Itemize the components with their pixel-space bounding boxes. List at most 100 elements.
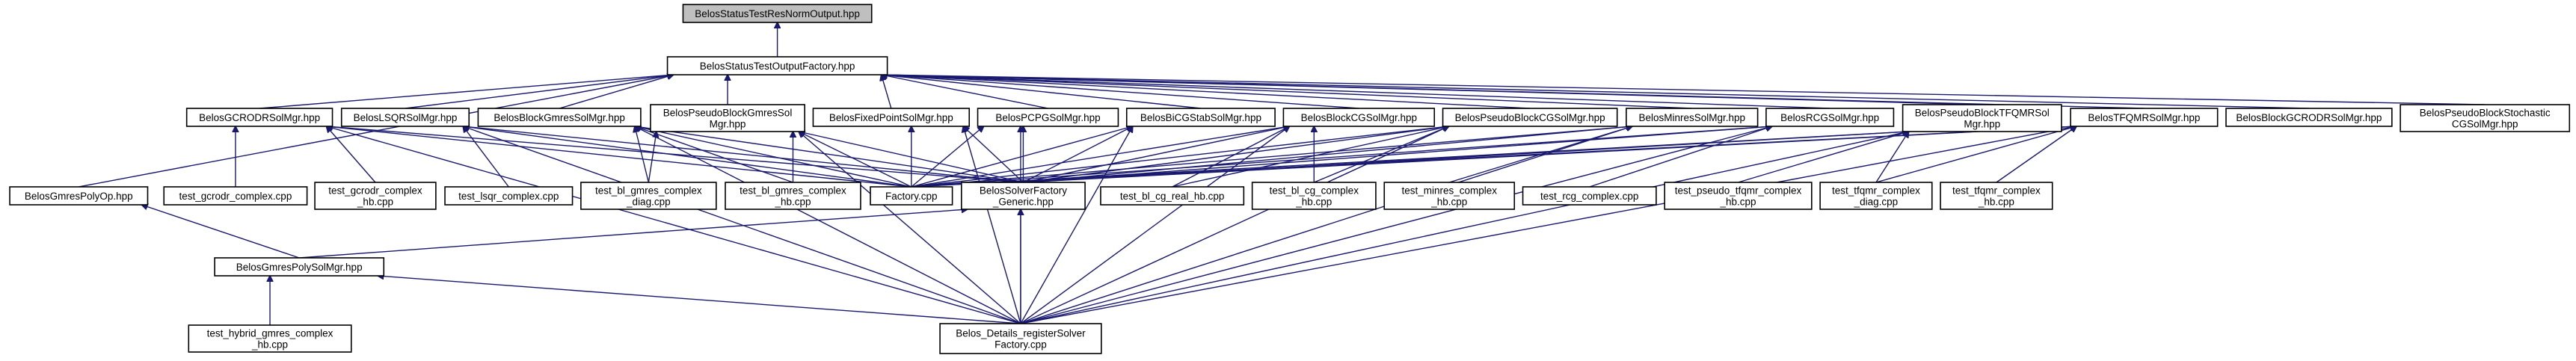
node-box[interactable] — [1664, 182, 1813, 210]
node-box[interactable] — [477, 108, 642, 127]
node-box[interactable] — [960, 182, 1086, 210]
dependency-edge — [559, 75, 673, 109]
node-box[interactable] — [185, 108, 333, 127]
dependency-edge — [1023, 126, 1632, 183]
node-box[interactable] — [2225, 108, 2393, 127]
node-label: test_tfqmr_complex — [1832, 185, 1920, 197]
graph-node[interactable]: test_bl_cg_complex_hb.cpp — [1251, 182, 1377, 210]
node-box[interactable] — [314, 182, 437, 210]
node-box[interactable] — [666, 56, 888, 75]
graph-node[interactable]: BelosLSQRSolMgr.hpp — [340, 108, 470, 127]
node-box[interactable] — [939, 323, 1102, 354]
dependency-edge — [463, 126, 912, 188]
node-box[interactable] — [188, 324, 352, 353]
graph-node[interactable]: BelosBlockGCRODRSolMgr.hpp — [2225, 108, 2393, 127]
dependency-edge — [463, 126, 1021, 324]
graph-node[interactable]: test_gcrodr_complex.cpp — [163, 186, 308, 206]
node-box[interactable] — [682, 4, 873, 23]
node-box[interactable] — [977, 108, 1119, 127]
node-box[interactable] — [163, 186, 308, 206]
node-label: Mgr.hpp — [710, 119, 746, 130]
node-box[interactable] — [2070, 108, 2219, 127]
graph-node[interactable]: BelosGmresPolyOp.hpp — [9, 186, 149, 206]
graph-node[interactable]: BelosGCRODRSolMgr.hpp — [185, 108, 333, 127]
graph-node[interactable]: BelosFixedPointSolMgr.hpp — [812, 108, 971, 127]
graph-node[interactable]: test_rcg_complex.cpp — [1522, 186, 1657, 206]
graph-node[interactable]: BelosGmresPolySolMgr.hpp — [214, 257, 385, 277]
dependency-edge — [1875, 132, 1909, 183]
node-label: BelosRCGSolMgr.hpp — [1780, 112, 1879, 123]
dependency-edge — [463, 126, 1024, 183]
graph-node[interactable]: Factory.cpp — [870, 186, 953, 206]
node-label: test_bl_gmres_complex — [740, 185, 846, 197]
graph-node[interactable]: test_gcrodr_complex_hb.cpp — [314, 182, 437, 210]
graph-node[interactable]: test_bl_gmres_complex_diag.cpp — [580, 182, 717, 210]
node-box[interactable] — [580, 182, 717, 210]
node-box[interactable] — [1383, 182, 1516, 210]
dependency-edge — [911, 126, 1449, 188]
node-box[interactable] — [725, 182, 861, 210]
graph-node[interactable]: BelosBiCGStabSolMgr.hpp — [1125, 108, 1276, 127]
graph-node[interactable]: BelosSolverFactory_Generic.hpp — [960, 182, 1086, 210]
node-box[interactable] — [1940, 182, 2053, 210]
dependency-edge — [911, 126, 1632, 188]
node-box[interactable] — [1765, 108, 1895, 127]
node-box[interactable] — [1902, 104, 2062, 132]
node-box[interactable] — [1125, 108, 1276, 127]
dependency-edge — [327, 126, 912, 188]
node-box[interactable] — [812, 108, 971, 127]
graph-node[interactable]: test_minres_complex_hb.cpp — [1383, 182, 1516, 210]
dependency-edge — [882, 75, 2145, 109]
graph-node[interactable]: BelosRCGSolMgr.hpp — [1765, 108, 1895, 127]
graph-node[interactable]: test_lsqr_complex.cpp — [444, 186, 574, 206]
node-box[interactable] — [340, 108, 470, 127]
graph-node[interactable]: BelosMinresSolMgr.hpp — [1626, 108, 1759, 127]
graph-node[interactable]: test_bl_gmres_complex_hb.cpp — [725, 182, 861, 210]
graph-node[interactable]: test_hybrid_gmres_complex_hb.cpp — [188, 324, 352, 353]
graph-node[interactable]: BelosBlockCGSolMgr.hpp — [1282, 108, 1436, 127]
node-box[interactable] — [1626, 108, 1759, 127]
node-box[interactable] — [214, 257, 385, 277]
graph-node[interactable]: BelosTFQMRSolMgr.hpp — [2070, 108, 2219, 127]
node-label: _hb.cpp — [1978, 197, 2014, 208]
graph-node[interactable]: test_bl_cg_real_hb.cpp — [1100, 186, 1245, 206]
node-label: test_bl_cg_complex — [1270, 185, 1359, 197]
node-box[interactable] — [1442, 108, 1618, 127]
graph-node[interactable]: BelosStatusTestResNormOutput.hpp — [682, 4, 873, 23]
dependency-edge — [635, 126, 650, 183]
dependency-edge — [1996, 126, 2077, 183]
dependency-edge — [1589, 126, 1772, 188]
node-label: Belos_Details_registerSolver — [956, 328, 1086, 339]
node-label: BelosPseudoBlockCGSolMgr.hpp — [1455, 112, 1605, 123]
graph-node[interactable]: BelosPseudoBlockCGSolMgr.hpp — [1442, 108, 1618, 127]
node-box[interactable] — [444, 186, 574, 206]
node-box[interactable] — [9, 186, 149, 206]
dependency-edge — [1020, 126, 1632, 324]
graph-node[interactable]: test_tfqmr_complex_diag.cpp — [1819, 182, 1933, 210]
node-box[interactable] — [650, 104, 805, 132]
graph-node[interactable]: BelosStatusTestOutputFactory.hpp — [666, 56, 888, 75]
node-box[interactable] — [870, 186, 953, 206]
graph-node[interactable]: test_pseudo_tfqmr_complex_hb.cpp — [1664, 182, 1813, 210]
node-box[interactable] — [1819, 182, 1933, 210]
node-label: test_tfqmr_complex — [1952, 185, 2041, 197]
node-label: test_rcg_complex.cpp — [1540, 191, 1638, 202]
graph-node[interactable]: BelosPCPGSolMgr.hpp — [977, 108, 1119, 127]
node-label: Mgr.hpp — [1964, 119, 2000, 130]
node-box[interactable] — [1522, 186, 1657, 206]
dependency-edge — [882, 75, 1048, 109]
node-box[interactable] — [1251, 182, 1377, 210]
graph-node[interactable]: BelosBlockGmresSolMgr.hpp — [477, 108, 642, 127]
dependency-edge — [1020, 126, 1772, 324]
dependency-edge — [911, 126, 1133, 188]
node-box[interactable] — [1100, 186, 1245, 206]
dependency-edge — [911, 126, 1290, 188]
graph-node[interactable]: test_tfqmr_complex_hb.cpp — [1940, 182, 2053, 210]
node-box[interactable] — [2400, 104, 2571, 132]
node-box[interactable] — [1282, 108, 1436, 127]
node-label: test_lsqr_complex.cpp — [458, 191, 559, 202]
